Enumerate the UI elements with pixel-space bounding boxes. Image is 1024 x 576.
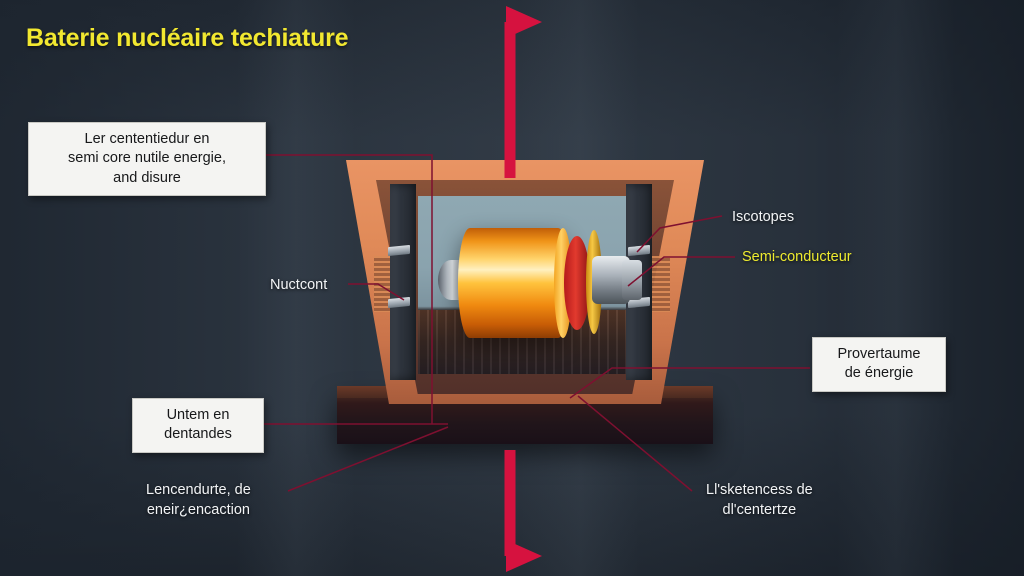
callout-top-left[interactable]: Ler cententiedur en semi core nutile ene… [28,122,266,197]
shaft-nut [622,260,642,300]
red-collar [564,236,590,330]
nuclear-battery-illustration [337,160,713,450]
background-streak-right [836,0,956,576]
golden-cylinder-core [458,228,570,338]
cooling-fins-right [652,256,670,312]
callout-untem[interactable]: Untem en dentandes [132,398,264,453]
callout-provertaume[interactable]: Provertaume de énergie [812,337,946,392]
label-iscotopes[interactable]: Iscotopes [732,209,795,225]
page-title: Baterie nucléaire techiature [26,24,349,52]
arrow-head-bottom [506,540,542,572]
label-nuctcont[interactable]: Nuctcont [270,277,328,293]
label-semi-conducteur[interactable]: Semi-conducteur [742,249,852,265]
left-pillar [390,184,416,380]
arrow-head-top [506,6,542,38]
label-sketencess[interactable]: Ll'sketencess de dl'centertze [706,482,813,518]
label-lencendurte[interactable]: Lencendurte, de eneir¿encaction [146,482,251,518]
